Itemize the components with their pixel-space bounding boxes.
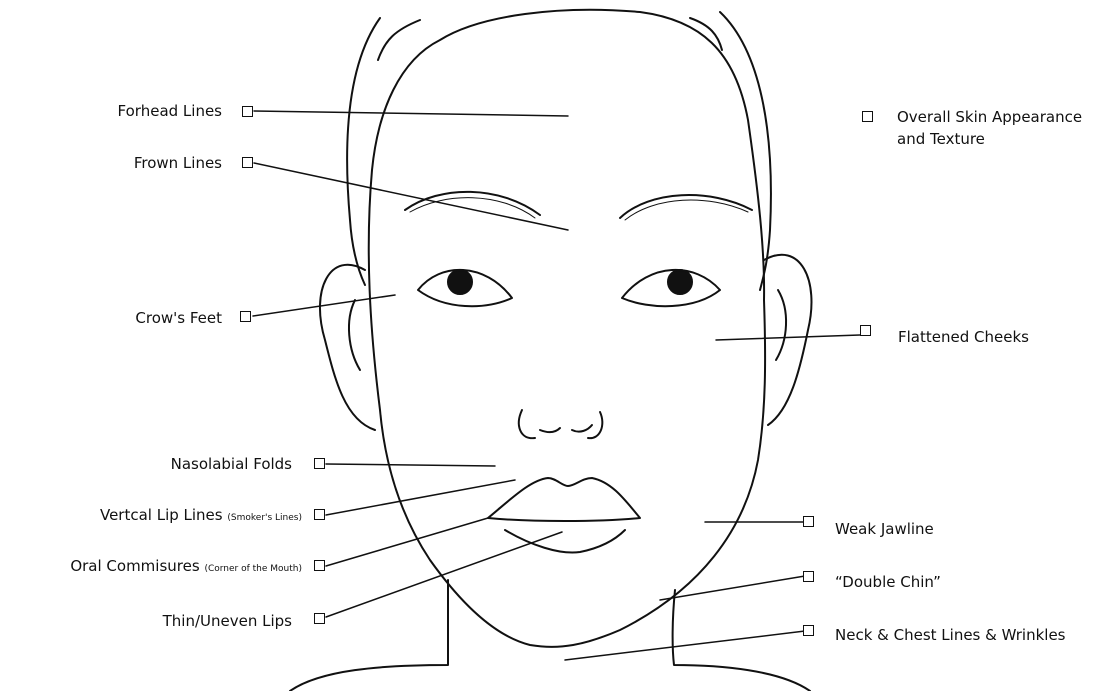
checkbox-double-chin[interactable] [803, 571, 814, 582]
face-outline [369, 10, 765, 647]
left-ear [320, 265, 375, 430]
checkbox-thin-uneven-lips[interactable] [314, 613, 325, 624]
label-nasolabial-folds: Nasolabial Folds [171, 455, 292, 473]
vertical-lip-lines-text: Vertcal Lip Lines [100, 506, 223, 524]
label-frown-lines: Frown Lines [134, 154, 222, 172]
checkbox-forehead-lines[interactable] [242, 106, 253, 117]
label-overall-skin: Overall Skin Appearance and Texture [897, 108, 1082, 148]
checkbox-neck-chest[interactable] [803, 625, 814, 636]
checkbox-crows-feet[interactable] [240, 311, 251, 322]
label-forehead-lines: Forhead Lines [118, 102, 222, 120]
hair-top-right [690, 18, 722, 50]
checkbox-nasolabial-folds[interactable] [314, 458, 325, 469]
checkbox-frown-lines[interactable] [242, 157, 253, 168]
label-oral-commisures: Oral Commisures (Corner of the Mouth) [70, 557, 302, 578]
left-eyebrow [405, 192, 540, 215]
label-double-chin: “Double Chin” [835, 573, 941, 591]
oral-commisures-text: Oral Commisures [70, 557, 199, 575]
vertical-lip-lines-note: (Smoker's Lines) [227, 513, 302, 523]
lower-lip [505, 530, 625, 553]
label-vertical-lip-lines: Vertcal Lip Lines (Smoker's Lines) [100, 506, 302, 527]
oral-commisures-note: (Corner of the Mouth) [204, 564, 302, 574]
label-flattened-cheeks: Flattened Cheeks [898, 328, 1029, 346]
label-crows-feet: Crow's Feet [135, 309, 222, 327]
hair-top-left [378, 20, 420, 60]
nose [519, 410, 602, 438]
checkbox-flattened-cheeks[interactable] [860, 325, 871, 336]
label-neck-chest: Neck & Chest Lines & Wrinkles [835, 626, 1066, 644]
label-weak-jawline: Weak Jawline [835, 520, 934, 538]
checkbox-weak-jawline[interactable] [803, 516, 814, 527]
checkbox-oral-commisures[interactable] [314, 560, 325, 571]
upper-lip [488, 478, 640, 521]
label-thin-uneven-lips: Thin/Uneven Lips [163, 612, 292, 630]
right-ear [764, 255, 811, 425]
overall-skin-line1: Overall Skin Appearance [897, 108, 1082, 126]
neck-right [673, 590, 810, 691]
checkbox-overall-skin[interactable] [862, 111, 873, 122]
checkbox-vertical-lip-lines[interactable] [314, 509, 325, 520]
neck-left [290, 580, 448, 691]
overall-skin-line2: and Texture [897, 130, 1082, 148]
